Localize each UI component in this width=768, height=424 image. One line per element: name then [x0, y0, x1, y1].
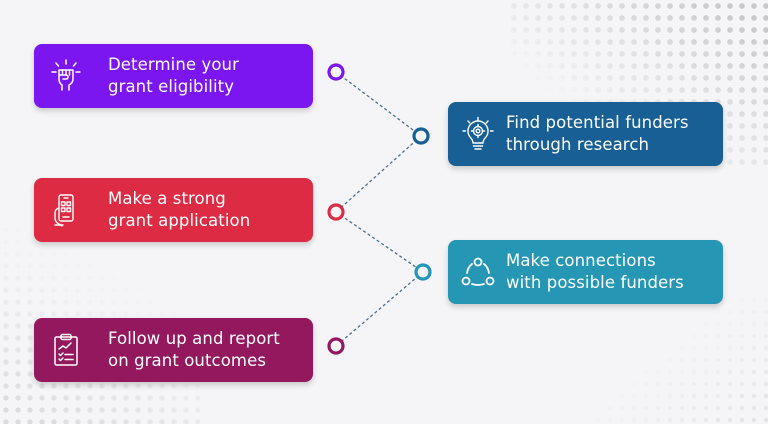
step-3-line-1: Make a strong [108, 189, 226, 208]
step-1-line-2: grant eligibility [108, 77, 235, 96]
node-step-4 [414, 263, 432, 281]
raised-fist-icon [46, 56, 86, 96]
lightbulb-gear-icon [458, 114, 498, 154]
node-step-1 [327, 63, 345, 81]
step-3-line-2: grant application [108, 211, 251, 230]
step-card-follow-up-report: Follow up and report on grant outcomes [34, 318, 313, 382]
network-connections-icon [458, 252, 498, 292]
node-step-5 [327, 337, 345, 355]
step-card-make-connections: Make connections with possible funders [448, 240, 723, 304]
step-1-line-1: Determine your [108, 55, 239, 74]
step-5-line-1: Follow up and report [108, 329, 280, 348]
step-card-find-funders: Find potential funders through research [448, 102, 723, 166]
node-step-2 [412, 127, 430, 145]
node-step-3 [327, 203, 345, 221]
decorative-dot-pattern-bottom-right [568, 294, 768, 424]
step-4-line-1: Make connections [506, 251, 656, 270]
clipboard-checklist-icon [46, 330, 86, 370]
phone-in-hand-icon [46, 190, 86, 230]
step-4-line-2: with possible funders [506, 273, 684, 292]
step-2-line-2: through research [506, 135, 650, 154]
step-2-line-1: Find potential funders [506, 113, 689, 132]
step-card-grant-application: Make a strong grant application [34, 178, 313, 242]
step-card-determine-eligibility: Determine your grant eligibility [34, 44, 313, 108]
step-5-line-2: on grant outcomes [108, 351, 267, 370]
